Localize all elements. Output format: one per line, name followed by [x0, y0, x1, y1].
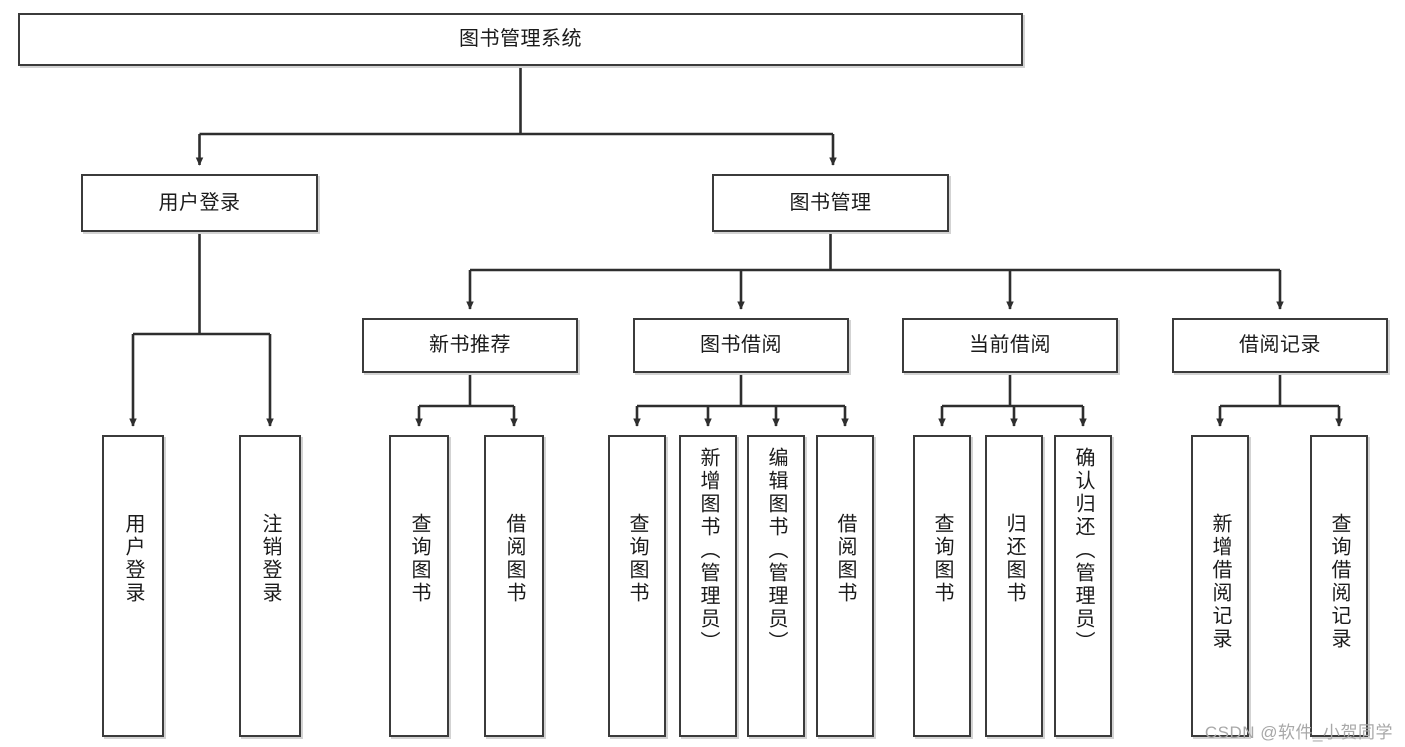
- node-leaf-edit-book-label: 编辑图书（管理员）: [765, 447, 787, 654]
- node-leaf-logout[interactable]: 注销登录: [239, 435, 301, 737]
- node-leaf-return-book[interactable]: 归还图书: [985, 435, 1043, 737]
- node-book-manage-label: 图书管理: [789, 191, 872, 214]
- node-new-book-recommend-label: 新书推荐: [429, 334, 511, 356]
- node-leaf-add-borrow-record-label: 新增借阅记录: [1209, 513, 1231, 651]
- node-root[interactable]: 图书管理系统: [18, 13, 1023, 66]
- node-leaf-user-login[interactable]: 用户登录: [102, 435, 164, 737]
- node-borrow-record[interactable]: 借阅记录: [1172, 318, 1388, 373]
- node-leaf-query-book-current[interactable]: 查询图书: [913, 435, 971, 737]
- node-leaf-add-borrow-record[interactable]: 新增借阅记录: [1191, 435, 1249, 737]
- node-leaf-add-book[interactable]: 新增图书（管理员）: [679, 435, 737, 737]
- node-current-borrow[interactable]: 当前借阅: [902, 318, 1118, 373]
- node-leaf-query-book-current-label: 查询图书: [931, 513, 953, 605]
- node-user-login[interactable]: 用户登录: [81, 174, 318, 232]
- node-leaf-logout-label: 注销登录: [259, 513, 281, 605]
- node-book-borrow[interactable]: 图书借阅: [633, 318, 849, 373]
- node-user-login-label: 用户登录: [158, 191, 241, 214]
- node-leaf-query-book-recommend[interactable]: 查询图书: [389, 435, 449, 737]
- node-leaf-borrow-book-recommend-label: 借阅图书: [503, 513, 525, 605]
- node-leaf-borrow-book[interactable]: 借阅图书: [816, 435, 874, 737]
- node-root-label: 图书管理系统: [459, 28, 582, 50]
- node-leaf-query-book-borrow-label: 查询图书: [626, 513, 648, 605]
- node-leaf-edit-book[interactable]: 编辑图书（管理员）: [747, 435, 805, 737]
- csdn-watermark: CSDN @软件_小贺同学: [1204, 723, 1393, 742]
- node-leaf-query-book-recommend-label: 查询图书: [408, 513, 430, 605]
- node-leaf-user-login-label: 用户登录: [122, 513, 144, 605]
- node-leaf-confirm-return-label: 确认归还（管理员）: [1072, 447, 1094, 654]
- node-leaf-confirm-return[interactable]: 确认归还（管理员）: [1054, 435, 1112, 737]
- node-leaf-add-book-label: 新增图书（管理员）: [697, 447, 719, 654]
- node-book-manage[interactable]: 图书管理: [712, 174, 949, 232]
- node-leaf-query-borrow-record-label: 查询借阅记录: [1328, 513, 1350, 651]
- node-leaf-query-book-borrow[interactable]: 查询图书: [608, 435, 666, 737]
- node-leaf-query-borrow-record[interactable]: 查询借阅记录: [1310, 435, 1368, 737]
- node-new-book-recommend[interactable]: 新书推荐: [362, 318, 578, 373]
- node-book-borrow-label: 图书借阅: [700, 334, 782, 356]
- node-leaf-borrow-book-label: 借阅图书: [834, 513, 856, 605]
- node-leaf-borrow-book-recommend[interactable]: 借阅图书: [484, 435, 544, 737]
- node-borrow-record-label: 借阅记录: [1239, 334, 1321, 356]
- node-leaf-return-book-label: 归还图书: [1003, 513, 1025, 605]
- node-current-borrow-label: 当前借阅: [969, 334, 1051, 356]
